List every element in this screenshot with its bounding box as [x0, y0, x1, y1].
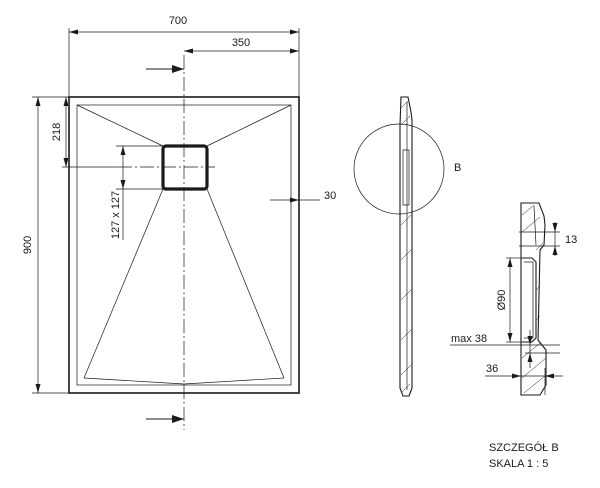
dimension-drain-offset: 218 — [51, 97, 118, 168]
dim-text-350: 350 — [232, 37, 250, 49]
dim-text-30: 30 — [324, 190, 336, 202]
dim-text-13: 13 — [565, 234, 577, 246]
dim-text-218: 218 — [51, 123, 63, 141]
detail-b-hatch — [521, 204, 547, 394]
dimension-width-total: 700 — [68, 15, 300, 97]
section-arrow-top — [146, 65, 184, 73]
detail-circle-b — [353, 123, 445, 215]
dimension-drain-size: 127 x 127 — [110, 145, 163, 240]
drain-grate — [161, 144, 209, 191]
dimension-detail-diameter: Ø90 — [496, 257, 522, 343]
caption-scale: SKALA 1 : 5 — [489, 458, 549, 470]
side-section-hatch — [400, 100, 412, 393]
dimension-height-total: 900 — [22, 96, 69, 394]
dimension-detail-36: 36 — [485, 363, 563, 395]
plan-view — [68, 55, 300, 430]
caption-detail-title: SZCZEGÓŁ B — [489, 442, 559, 454]
dim-text-900: 900 — [22, 236, 34, 254]
dim-text-127x127: 127 x 127 — [110, 191, 122, 239]
dim-text-max38: max 38 — [451, 333, 487, 345]
slope-lines — [76, 104, 292, 385]
dim-text-diameter: Ø90 — [496, 290, 508, 311]
dim-text-36: 36 — [486, 363, 498, 375]
dimension-rim-width: 30 — [270, 190, 336, 203]
detail-marker-b: B — [454, 162, 461, 174]
detail-caption: SZCZEGÓŁ B SKALA 1 : 5 — [489, 440, 559, 472]
dimension-detail-max38: max 38 — [450, 330, 560, 368]
dimension-detail-13: 13 — [519, 222, 577, 256]
side-section-view: B — [353, 96, 461, 397]
section-arrow-bottom — [146, 415, 184, 423]
dim-text-700: 700 — [169, 15, 187, 27]
dimension-width-half: 350 — [184, 37, 299, 54]
